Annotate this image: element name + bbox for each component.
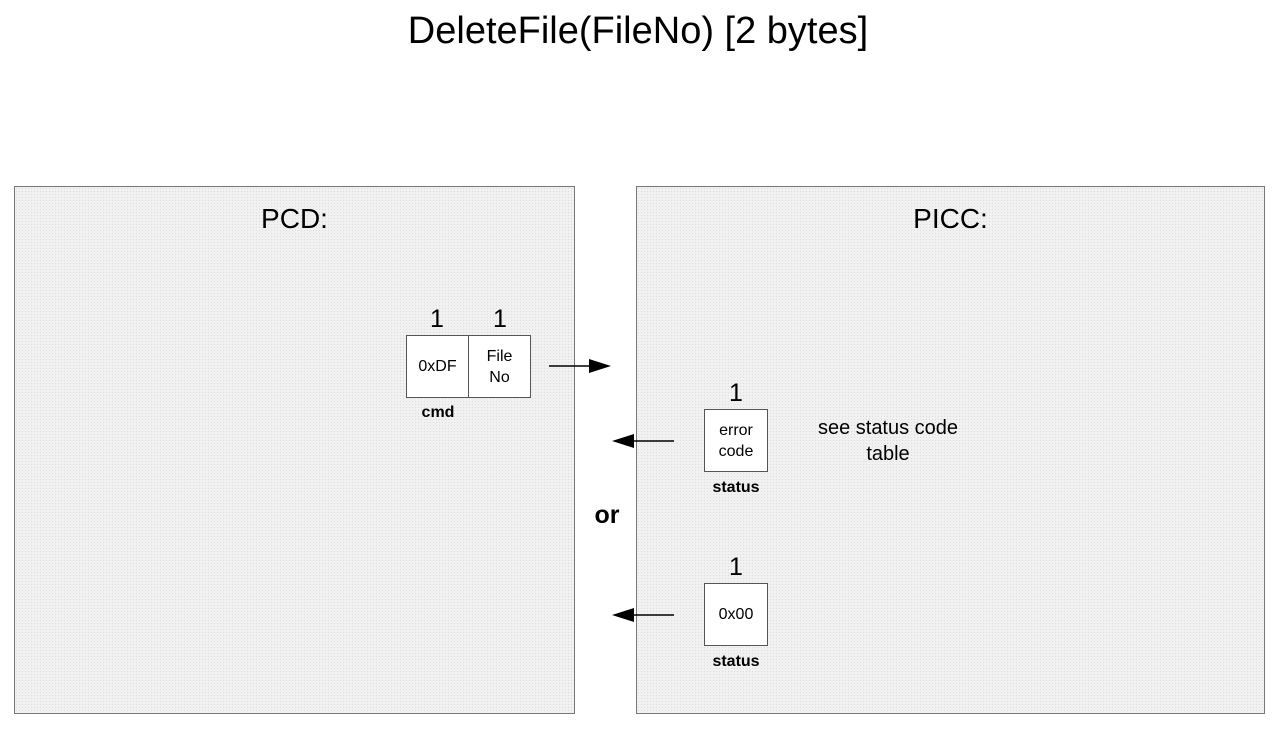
picc-label: PICC: [913,203,988,234]
error-status-caption: status [712,479,760,496]
cmd-caption: cmd [421,404,455,421]
request-arrow [549,359,611,373]
error-code-cell: error code [704,409,768,472]
diagram-title: DeleteFile(FileNo) [2 bytes] [407,10,869,52]
fileno-byte-count: 1 [493,305,507,333]
status-code-note: see status code table [817,417,959,465]
or-label: or [594,501,620,529]
pcd-panel: PCD: [14,186,575,714]
ok-status-caption: status [712,653,760,670]
pcd-label: PCD: [261,203,328,234]
ok-status-cell: 0x00 [704,583,768,646]
ok-byte-count: 1 [729,553,743,581]
error-response-arrow [612,434,674,448]
error-byte-count: 1 [729,379,743,407]
ok-response-arrow [612,608,674,622]
fileno-cell: File No [468,335,531,398]
cmd-byte-count: 1 [430,305,444,333]
